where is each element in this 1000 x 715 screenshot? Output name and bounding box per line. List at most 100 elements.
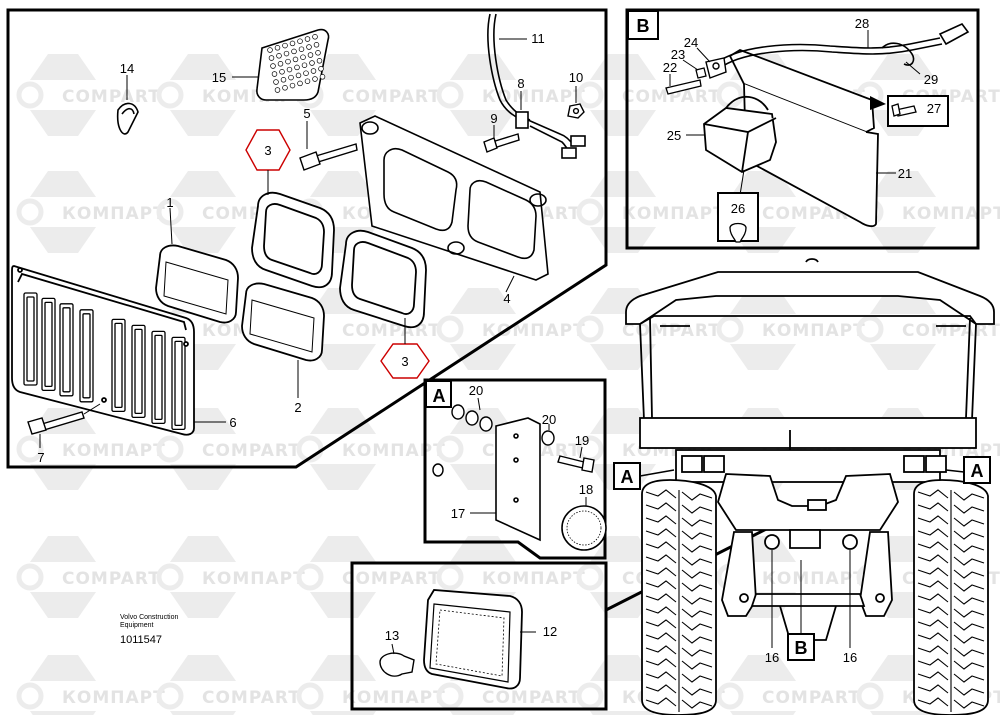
tyre-right bbox=[913, 479, 989, 715]
watermark-text: КОМПАРТ bbox=[762, 569, 866, 589]
watermark-logo: КОМПАРТ bbox=[156, 536, 306, 618]
watermark-text: КОМПАРТ bbox=[902, 204, 1000, 224]
bolt-22 bbox=[665, 79, 702, 95]
truck-callout-A-left: A bbox=[621, 467, 634, 487]
part-number-24: 24 bbox=[684, 35, 698, 50]
view-A-frame bbox=[423, 378, 607, 560]
screw-9 bbox=[483, 133, 520, 153]
part-number-16-right: 16 bbox=[843, 650, 857, 665]
screw-19 bbox=[557, 455, 595, 473]
watermark-text: КОМПАРТ bbox=[342, 688, 446, 708]
truck-callout-B: B bbox=[795, 638, 808, 658]
part-number-16-left: 16 bbox=[765, 650, 779, 665]
view-A-label: A bbox=[433, 386, 446, 406]
bulb-26 bbox=[729, 222, 747, 243]
wire-harness-11 bbox=[487, 13, 586, 159]
part-number-4: 4 bbox=[503, 291, 510, 306]
reflector-18 bbox=[561, 505, 607, 551]
watermark-text: КОМПАРТ bbox=[762, 321, 866, 341]
part-number-3-upper: 3 bbox=[264, 143, 271, 158]
watermark-text: COMPART bbox=[622, 87, 721, 107]
bulb-13 bbox=[379, 652, 415, 677]
mount-panel-21 bbox=[728, 49, 879, 228]
hexagon-callout-3-upper bbox=[245, 129, 291, 195]
lamp-housing-25 bbox=[703, 96, 777, 174]
pointer-A-right bbox=[945, 469, 965, 473]
watermark-text: КОМПАРТ bbox=[62, 441, 166, 461]
watermark-logo: КОМПАРТ bbox=[576, 171, 726, 253]
lamp-12-frame bbox=[350, 561, 608, 711]
nut-10 bbox=[567, 103, 585, 119]
watermark-logo: КОМПАРТ bbox=[436, 54, 586, 136]
pointer-A-left bbox=[639, 469, 675, 477]
gasket-3-upper bbox=[251, 191, 335, 289]
footer-line-1: Volvo Construction bbox=[120, 614, 179, 621]
part-number-29: 29 bbox=[924, 72, 938, 87]
cable-28 bbox=[717, 23, 970, 69]
watermark-text: КОМПАРТ bbox=[482, 87, 586, 107]
part-number-27: 27 bbox=[927, 101, 941, 116]
watermark-logo: COMPART bbox=[296, 536, 440, 618]
watermark-logo: COMPART bbox=[16, 536, 160, 618]
view-B-label: B bbox=[637, 16, 650, 36]
watermark-text: COMPART bbox=[202, 441, 301, 461]
hexagon-callout-3-lower bbox=[380, 318, 430, 379]
watermark-text: COMPART bbox=[762, 688, 861, 708]
part-number-8: 8 bbox=[517, 76, 524, 91]
clamp-24 bbox=[705, 57, 727, 79]
watermark-text: КОМПАРТ bbox=[62, 688, 166, 708]
watermark-logo: КОМПАРТ bbox=[16, 655, 166, 715]
watermark-logo: КОМПАРТ bbox=[296, 408, 446, 490]
watermark-logo: COMPART bbox=[576, 288, 720, 370]
watermark-logo: COMPART bbox=[576, 54, 721, 136]
part-number-6: 6 bbox=[229, 415, 236, 430]
watermark-logo: COMPART bbox=[716, 655, 861, 715]
truck-callout-A-right: A bbox=[971, 461, 984, 481]
watermark-text: КОМПАРТ bbox=[62, 204, 166, 224]
watermark-text: COMPART bbox=[342, 321, 441, 341]
grille-6 bbox=[11, 265, 195, 436]
footer-code: 1011547 bbox=[120, 634, 163, 646]
part-number-2: 2 bbox=[294, 400, 301, 415]
part-number-22: 22 bbox=[663, 60, 677, 75]
footer-line-2: Equipment bbox=[120, 622, 154, 629]
watermark-logo: КОМПАРТ bbox=[296, 655, 446, 715]
watermark-text: КОМПАРТ bbox=[202, 569, 306, 589]
tyre-left bbox=[641, 479, 717, 715]
part-number-11: 11 bbox=[531, 31, 545, 46]
bracket-4 bbox=[359, 115, 549, 281]
view-A-label-box bbox=[425, 380, 452, 408]
view-B-label-box bbox=[627, 10, 659, 40]
part-number-7: 7 bbox=[37, 450, 44, 465]
part-number-25: 25 bbox=[667, 128, 681, 143]
part-number-19: 19 bbox=[575, 433, 589, 448]
watermark-text: КОМПАРТ bbox=[342, 441, 446, 461]
lamp-12 bbox=[423, 589, 523, 690]
watermark-logo: КОМПАРТ bbox=[856, 171, 1000, 253]
watermark-logo: КОМПАРТ bbox=[16, 171, 166, 253]
watermark-logo: COMPART bbox=[296, 54, 440, 136]
screw-5 bbox=[299, 143, 358, 171]
part-number-1: 1 bbox=[166, 195, 173, 210]
view-B-frame bbox=[625, 8, 980, 250]
part-number-12: 12 bbox=[543, 624, 557, 639]
watermark-text: COMPART bbox=[62, 87, 161, 107]
screw-27 bbox=[891, 103, 917, 117]
main-detail-frame bbox=[6, 8, 608, 469]
washers-20 bbox=[432, 404, 555, 477]
watermark-text: КОМПАРТ bbox=[482, 321, 586, 341]
arrow-27 bbox=[870, 96, 886, 110]
lamp-1 bbox=[155, 244, 239, 324]
truck-rear-view bbox=[625, 258, 995, 641]
part-number-18: 18 bbox=[579, 482, 593, 497]
part-number-10: 10 bbox=[569, 70, 583, 85]
footer-credit: Volvo Construction Equipment 1011547 bbox=[120, 614, 178, 646]
watermark-text: COMPART bbox=[482, 688, 581, 708]
part-number-20-upper: 20 bbox=[469, 383, 483, 398]
strap-14 bbox=[116, 102, 139, 135]
watermark-text: КОМПАРТ bbox=[622, 204, 726, 224]
gasket-3-lower bbox=[339, 229, 427, 329]
part-number-20-lower: 20 bbox=[542, 412, 556, 427]
